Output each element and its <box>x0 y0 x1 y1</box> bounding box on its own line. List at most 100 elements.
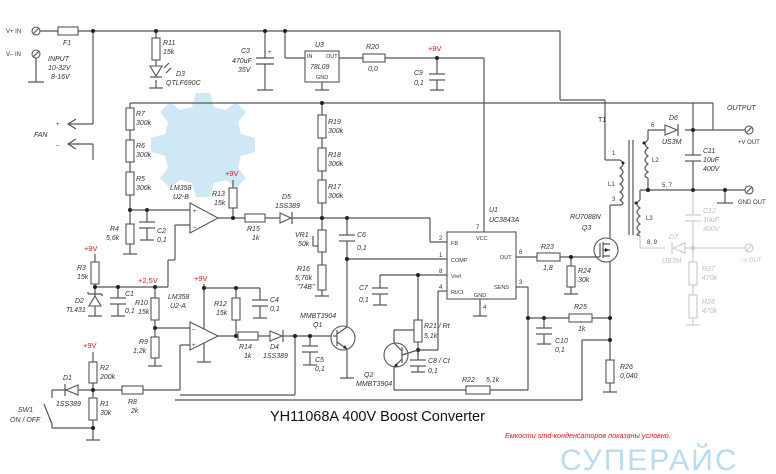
D7-ref: D7 <box>669 234 679 241</box>
Q2-val: MMBT3904 <box>356 381 392 388</box>
U1-pin-fb: FB <box>451 241 458 247</box>
potentiometer-VR1[interactable]: VR1 50k <box>295 229 327 253</box>
R9-val: 1,2k <box>133 348 147 355</box>
R8-ref: R8 <box>128 399 137 406</box>
resistor-R8: R8 2k <box>121 385 144 415</box>
R15-val: 1k <box>252 235 260 242</box>
resistor-R19: R19 300k <box>317 114 344 139</box>
SW1-val: ON / OFF <box>10 417 41 424</box>
fan-connector[interactable]: + FAN – <box>34 118 77 150</box>
svg-text:–: – <box>192 327 196 333</box>
R25-ref: R25 <box>574 304 587 311</box>
output-label: OUTPUT <box>727 105 757 112</box>
R6-ref: R6 <box>136 143 145 150</box>
vin-neg-label: V– IN <box>6 52 21 58</box>
resistor-R15: R15 1k <box>244 213 266 242</box>
U1-pin-num-out: 6 <box>519 250 523 256</box>
F1-ref: F1 <box>63 40 71 47</box>
D3-ref: D3 <box>176 71 185 78</box>
opamp-U2B: +– LM358 U2-B <box>170 185 220 234</box>
R24-val: 30k <box>578 277 590 284</box>
capacitor-C3: C3 + 470uF 35V <box>232 48 274 74</box>
U3-pin-out: OUT <box>326 54 338 60</box>
R28-val: 470k <box>702 308 718 315</box>
U3-val: 78L09 <box>310 64 330 71</box>
D1-ref: D1 <box>63 375 72 382</box>
svg-text:–: – <box>193 225 197 231</box>
C3-val: 470uF <box>232 58 253 65</box>
R5-ref: R5 <box>136 176 145 183</box>
resistor-R1: R1 30k <box>88 397 112 421</box>
connector-gnd-out[interactable]: GND OUT <box>738 185 766 206</box>
capacitor-C11: C11 10uF 400V <box>685 148 721 173</box>
R15-ref: R15 <box>247 226 260 233</box>
C12-ref: C12 <box>703 208 716 215</box>
U1-pin-comp: COMP <box>451 258 468 264</box>
vin-pos-label: V+ IN <box>6 29 21 35</box>
switch-SW1[interactable]: SW1 ON / OFF <box>10 403 53 428</box>
resistor-R12: R12 15k <box>214 297 241 321</box>
resistor-R4: R4 5,6k <box>106 223 135 245</box>
resistor-R2: R2 200k <box>88 361 116 384</box>
R2-val: 200k <box>99 374 116 381</box>
resistor-R9: R9 1,2k <box>133 336 160 359</box>
R10-ref: R10 <box>135 300 148 307</box>
resistor-R18: R18 300k <box>317 147 344 172</box>
U2B-val: LM358 <box>170 185 192 192</box>
input-range-1: 10-32V <box>48 65 72 72</box>
U1-pin-out: OUT <box>500 255 512 261</box>
R12-ref: R12 <box>214 301 227 308</box>
T1-pin-6: 6 <box>651 123 655 129</box>
R22-ref: R22 <box>462 377 475 384</box>
resistor-R23: R23 1,8 <box>536 244 561 272</box>
SW1-ref: SW1 <box>18 407 33 414</box>
C9-ref: C9 <box>414 70 423 77</box>
R5-val: 300k <box>136 185 152 192</box>
diode-D7: D7 US3M <box>662 234 686 265</box>
rail-9v-label: +9V <box>225 169 239 178</box>
connector-vout-neg[interactable]: –V OUT <box>740 243 762 264</box>
resistor-R27: R27 470k <box>688 261 718 286</box>
VR1-val: 50k <box>298 241 310 248</box>
gear-icon <box>151 93 255 197</box>
gnd-out-label: GND OUT <box>738 200 766 206</box>
connector-vin-pos[interactable]: V+ IN <box>6 26 41 36</box>
C11-ref: C11 <box>703 148 715 155</box>
R18-ref: R18 <box>328 152 341 159</box>
U2A-val: LM358 <box>168 294 190 301</box>
U1-pin-num-gnd: 4 <box>483 305 487 311</box>
capacitor-C8: C8 / Ct 0,1 <box>410 358 451 375</box>
resistor-R20: R20 0,0 <box>362 44 386 73</box>
C12-voltage: 400V <box>703 226 721 233</box>
R20-val: 0,0 <box>368 66 378 73</box>
connector-vout-pos[interactable]: +V OUT <box>738 125 760 146</box>
connector-vin-neg[interactable]: V– IN <box>6 49 41 59</box>
footnote: Емкости smd-конденсаторов показаны услов… <box>505 431 671 440</box>
R7-val: 300k <box>136 120 152 127</box>
C2-ref: C2 <box>157 228 166 235</box>
ic-U1: U1 UC3843A 7 VCC 2 FB 1 COMP 8 Vref 4 Rt… <box>439 207 523 311</box>
D4-ref: D4 <box>270 344 279 351</box>
T1-L3: L3 <box>646 216 653 222</box>
rail-9v-label: +9V <box>83 341 97 350</box>
U1-pin-vcc: VCC <box>476 236 488 242</box>
C5-ref: C5 <box>315 357 324 364</box>
svg-text:+: + <box>268 50 272 56</box>
watermark-text: СУПЕРАЙС <box>560 443 739 474</box>
diode-D5: D5 1SS389 <box>275 194 300 224</box>
capacitor-C4: C4 0,1 <box>252 297 280 313</box>
fuse-F1: F1 <box>57 26 79 47</box>
VR1-ref: VR1 <box>295 232 309 239</box>
R18-val: 300k <box>328 161 344 168</box>
opamp-U2A: –+ LM358 U2-A <box>168 294 220 351</box>
capacitor-C6: C6 0,1 <box>339 232 367 252</box>
T1-pin-5-7: 5, 7 <box>662 183 673 189</box>
diode-D1: D1 1SS389 <box>56 375 81 408</box>
T1-pin-1: 1 <box>612 151 616 157</box>
R16-marking: "74B" <box>297 284 315 291</box>
R7-ref: R7 <box>136 111 146 118</box>
transistor-Q1: MMBT3904 Q1 <box>300 313 356 351</box>
resistor-R17: R17 300k <box>317 179 344 204</box>
R27-val: 470k <box>702 275 718 282</box>
